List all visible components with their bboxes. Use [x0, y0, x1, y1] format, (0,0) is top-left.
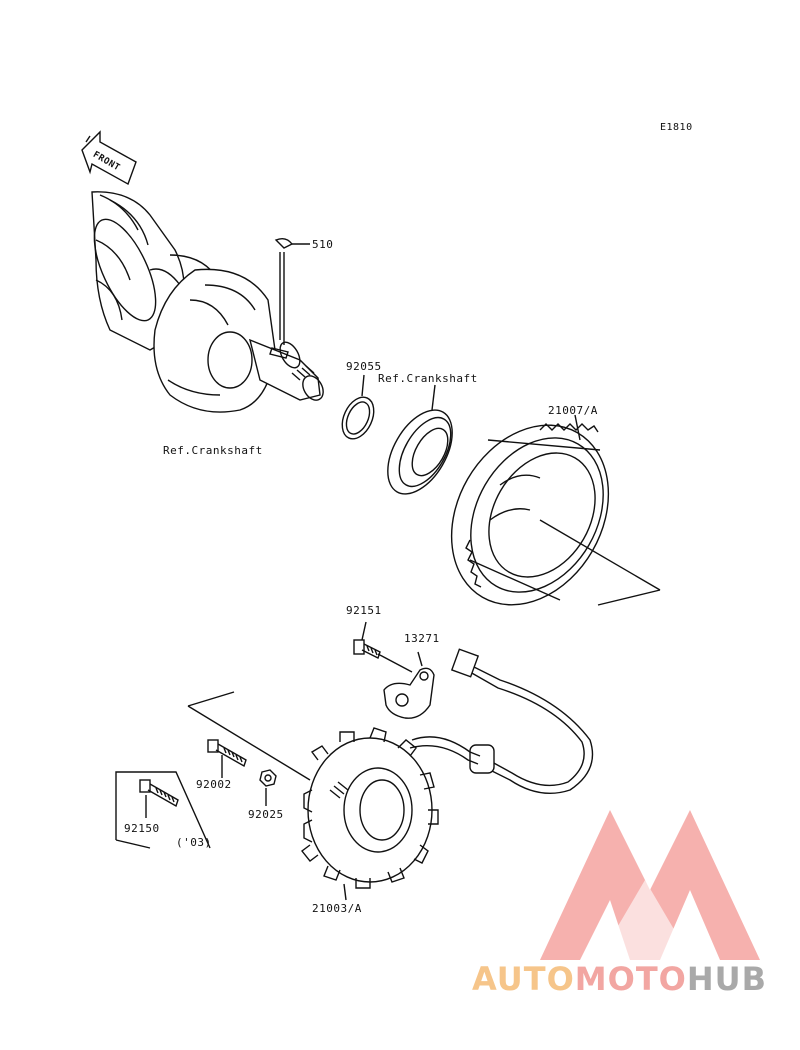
stator-group-lines: [187, 691, 311, 781]
label-92002: 92002: [196, 778, 232, 791]
nut-92025-drawing: [259, 769, 277, 806]
watermark-hub: HUB: [686, 960, 768, 998]
label-year-03: ('03): [176, 836, 212, 849]
o-ring-92055-drawing: [341, 374, 375, 440]
label-92025: 92025: [248, 808, 284, 821]
rotor-21007-drawing: [450, 414, 661, 606]
label-92151: 92151: [346, 604, 382, 617]
label-13271: 13271: [404, 632, 440, 645]
label-ref-crankshaft-left: Ref.Crankshaft: [163, 444, 263, 457]
front-arrow-icon: [81, 130, 137, 186]
watermark-auto: AUTO: [472, 960, 575, 998]
wire-harness-drawing: [409, 648, 594, 795]
label-92150: 92150: [124, 822, 160, 835]
label-21003-a: 21003/A: [312, 902, 362, 915]
label-21007-a: 21007/A: [548, 404, 598, 417]
year-bracket-lines: [115, 771, 211, 849]
watermark-moto: MOTO: [574, 960, 687, 998]
crankshaft-drawing: [91, 191, 324, 413]
label-510: 510: [312, 238, 334, 251]
diagram-code: E1810: [660, 122, 693, 133]
bolt-92002-drawing: [207, 739, 247, 778]
label-ref-crankshaft-top: Ref.Crankshaft: [378, 372, 478, 385]
bolt-92151-drawing: [353, 621, 381, 659]
stator-21003-drawing: [301, 727, 439, 901]
key-510-drawing: [274, 237, 310, 345]
watermark-text: AUTOMOTOHUB: [472, 960, 767, 998]
label-92055: 92055: [346, 360, 382, 373]
plate-13271-drawing: [377, 651, 435, 719]
bolt-92150-drawing: [139, 779, 179, 818]
oil-seal-drawing: [387, 384, 453, 495]
watermark-triangle-logo: [540, 810, 760, 960]
